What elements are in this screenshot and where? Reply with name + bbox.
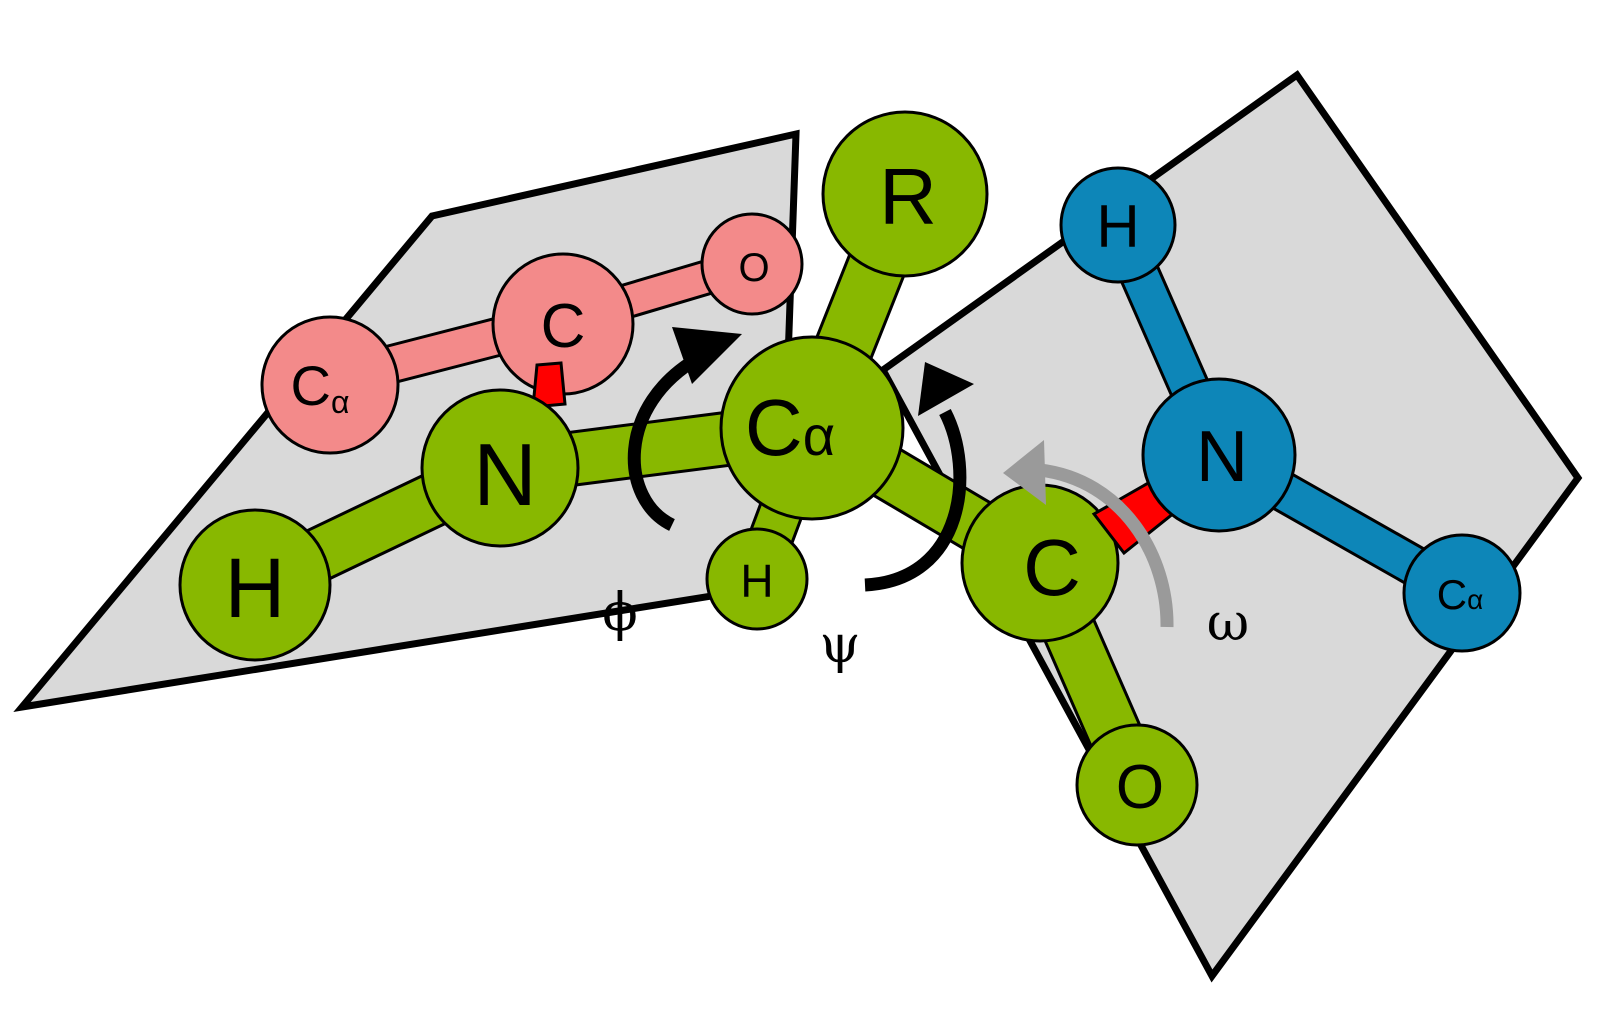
atom-symbol: N [1196, 417, 1248, 497]
omega-label: ω [1207, 593, 1249, 653]
atom-calpha: Cα [719, 335, 905, 521]
omega-rotation-arrow [1003, 440, 1174, 628]
atom-symbol: C [541, 292, 586, 361]
atom-symbol: R [879, 152, 937, 241]
psi-rotation-arrow [864, 362, 974, 592]
atom-symbol: C [1437, 571, 1467, 618]
phi-rotation-arrow [627, 327, 742, 531]
atom-symbol: C [745, 383, 803, 472]
phi-label: ϕ [602, 583, 637, 643]
atom-h-on-calpha: H [705, 527, 809, 631]
atom-symbol: N [473, 425, 537, 524]
svg-text:Cα: Cα [1437, 571, 1484, 618]
atom-symbol: C [1023, 523, 1081, 612]
atom-next-n: N [1141, 377, 1297, 533]
atom-symbol: H [1096, 193, 1139, 260]
atom-prev-c: C [491, 252, 635, 396]
atom-c: C [960, 483, 1120, 643]
svg-text:Cα: Cα [745, 383, 835, 472]
atom-subscript: α [1467, 584, 1483, 615]
atom-n: N [420, 388, 580, 548]
atom-prev-calpha: Cα [260, 315, 400, 455]
atom-next-h: H [1059, 166, 1177, 284]
atom-prev-o: O [700, 212, 804, 316]
atom-o: O [1075, 723, 1199, 847]
atom-symbol: H [225, 541, 286, 635]
svg-text:Cα: Cα [291, 354, 350, 420]
atom-h-on-n: H [178, 508, 332, 662]
atom-symbol: O [1116, 753, 1164, 822]
peptide-bond-left [531, 361, 567, 409]
psi-label: ψ [820, 615, 861, 675]
atom-r: R [821, 110, 989, 278]
atom-subscript: α [331, 384, 350, 420]
atom-symbol: C [291, 354, 331, 417]
atom-next-calpha: Cα [1402, 533, 1522, 653]
atom-symbol: H [740, 555, 773, 607]
atom-subscript: α [803, 404, 835, 467]
atom-symbol: O [738, 246, 769, 290]
